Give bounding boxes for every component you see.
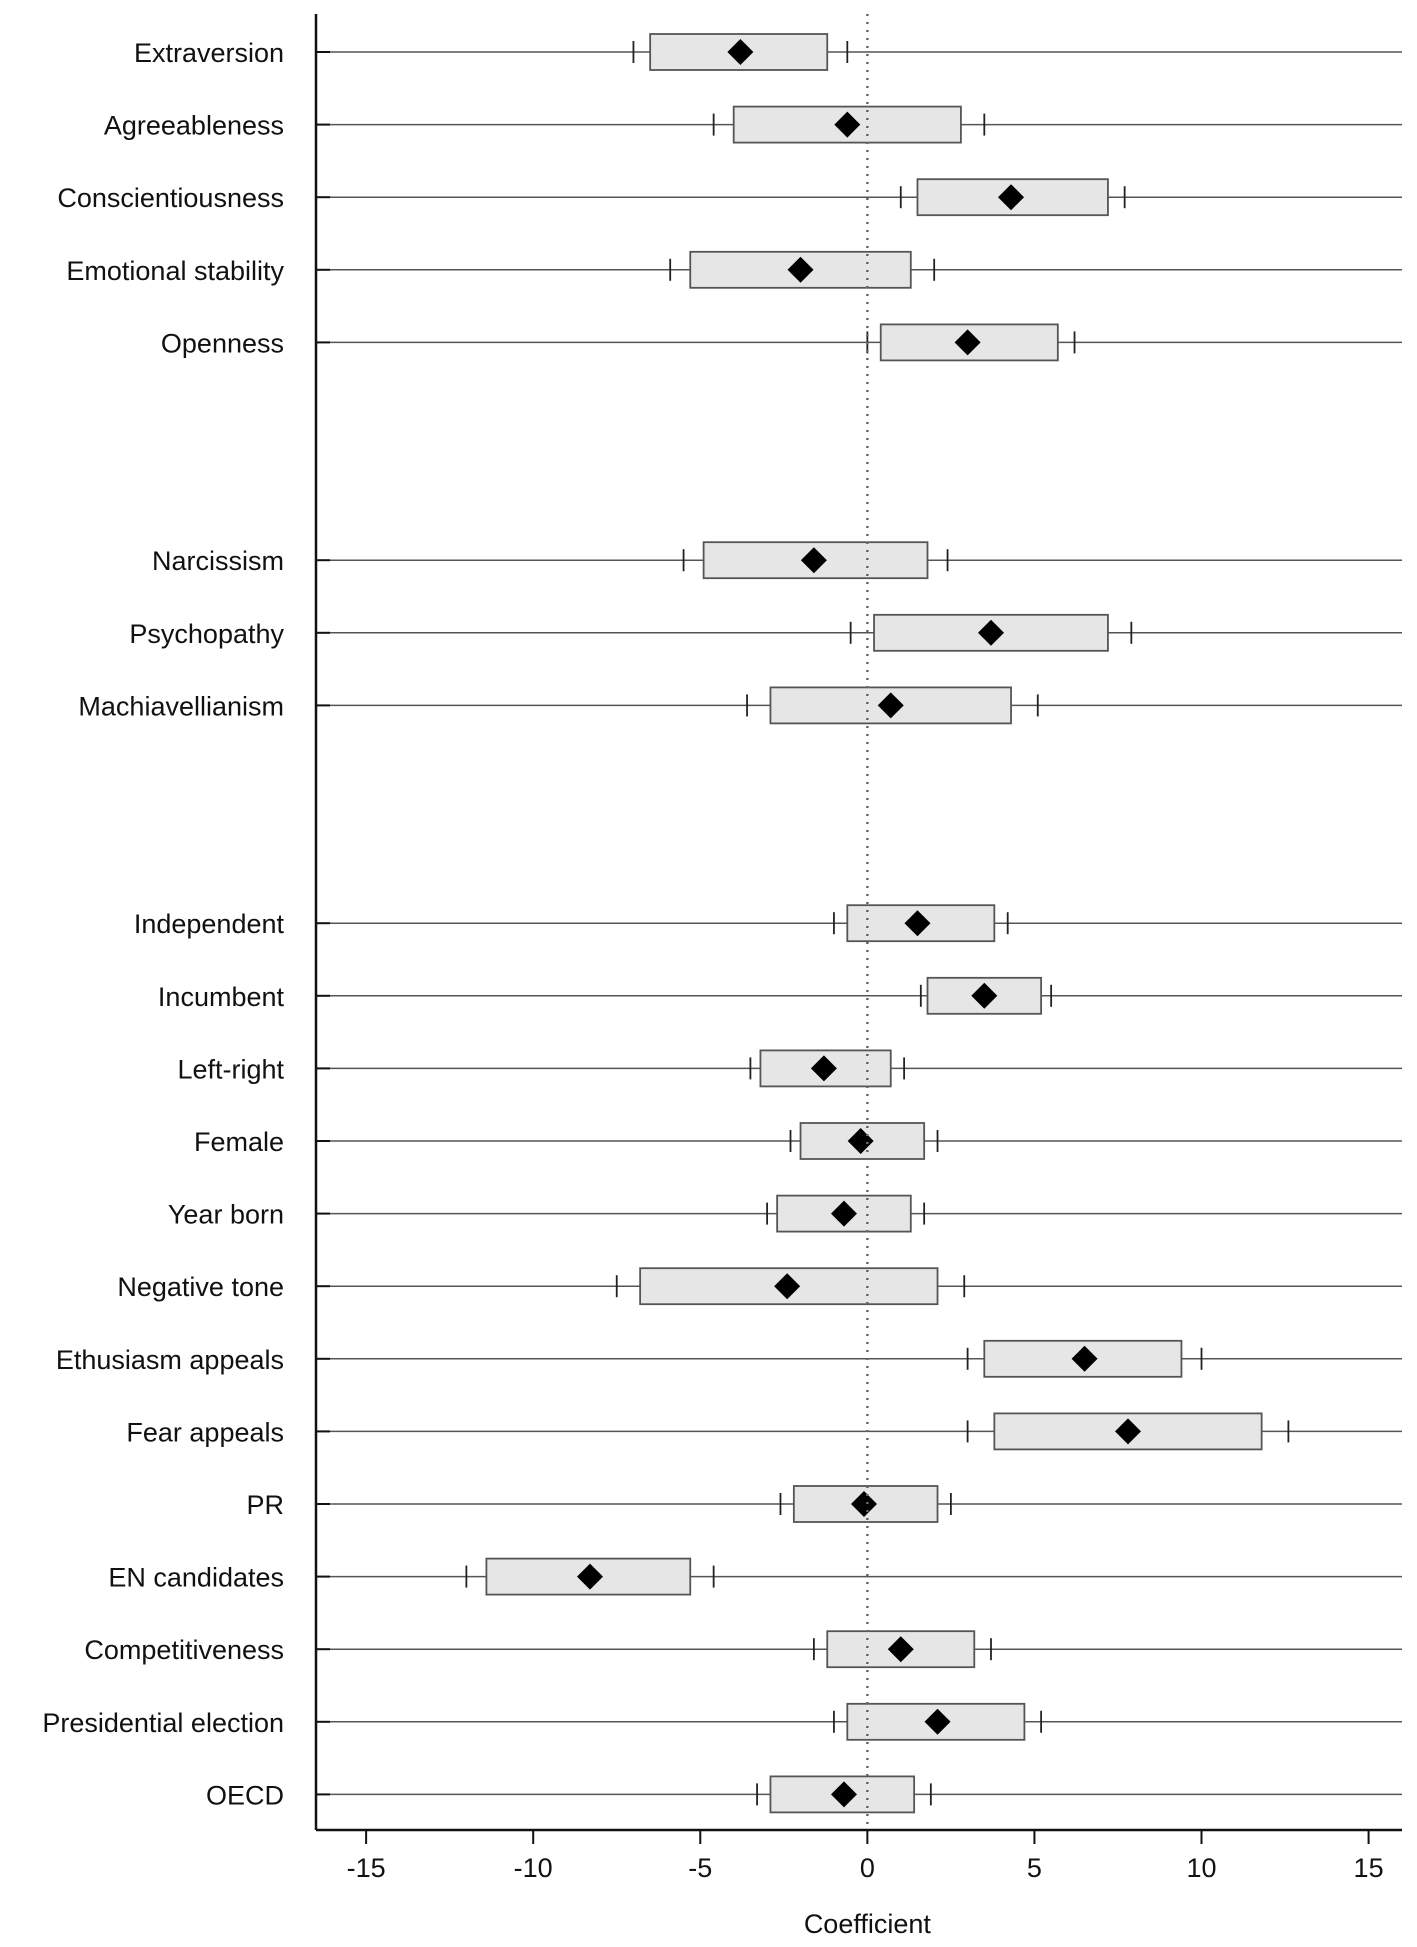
row-label: Presidential election	[42, 1708, 284, 1738]
x-tick-label: 5	[1027, 1853, 1042, 1883]
estimate-marker	[577, 1563, 604, 1590]
coef-row: Narcissism	[152, 541, 1402, 580]
estimate-marker	[977, 619, 1004, 646]
row-label: OECD	[206, 1780, 284, 1810]
x-tick-label: -10	[514, 1853, 553, 1883]
row-label: Conscientiousness	[57, 183, 284, 213]
row-label: Fear appeals	[126, 1417, 284, 1447]
estimate-marker	[810, 1055, 837, 1082]
coef-row: Conscientiousness	[57, 178, 1402, 217]
estimate-marker	[1114, 1418, 1141, 1445]
row-label: Year born	[168, 1200, 284, 1230]
estimate-marker	[830, 1200, 857, 1227]
estimate-marker	[904, 910, 931, 937]
x-axis-title: Coefficient	[804, 1909, 932, 1939]
row-label: Psychopathy	[129, 619, 284, 649]
x-tick-label: 10	[1186, 1853, 1216, 1883]
coef-row: Left-right	[177, 1049, 1402, 1088]
row-label: Independent	[134, 909, 285, 939]
estimate-marker	[998, 184, 1025, 211]
x-tick-label: -5	[688, 1853, 712, 1883]
row-label: Incumbent	[158, 982, 285, 1012]
estimate-marker	[851, 1491, 878, 1517]
row-label: Openness	[161, 328, 284, 358]
coef-row: Negative tone	[117, 1267, 1402, 1306]
row-label: Machiavellianism	[78, 691, 284, 721]
row-label: Emotional stability	[66, 256, 284, 286]
estimate-marker	[830, 1781, 857, 1808]
coef-row: Extraversion	[134, 33, 1402, 71]
x-tick-label: 15	[1354, 1853, 1384, 1883]
estimate-marker	[971, 982, 998, 1009]
coef-row: Year born	[168, 1194, 1402, 1233]
coef-row: Fear appeals	[126, 1412, 1402, 1451]
rows-layer: ExtraversionAgreeablenessConscientiousne…	[42, 33, 1402, 1814]
coef-row: Machiavellianism	[78, 686, 1402, 725]
row-label: Female	[194, 1127, 284, 1157]
row-label: EN candidates	[108, 1563, 284, 1593]
row-label: Extraversion	[134, 38, 284, 68]
coef-row: Openness	[161, 323, 1402, 362]
estimate-marker	[800, 547, 827, 574]
x-tick-label: -15	[347, 1853, 386, 1883]
coef-row: Independent	[134, 904, 1402, 943]
coef-row: Psychopathy	[129, 613, 1402, 652]
coef-row: Incumbent	[158, 976, 1402, 1015]
x-tick-label: 0	[860, 1853, 875, 1883]
estimate-marker	[877, 692, 904, 719]
coef-row: Competitiveness	[84, 1630, 1402, 1669]
estimate-marker	[924, 1708, 951, 1735]
ci-box	[879, 323, 1059, 362]
row-label: Ethusiasm appeals	[56, 1345, 284, 1375]
coef-row: EN candidates	[108, 1557, 1402, 1596]
coef-row: Agreeableness	[104, 105, 1402, 144]
row-label: Competitiveness	[84, 1635, 284, 1665]
coef-row: Presidential election	[42, 1702, 1402, 1741]
row-label: Agreeableness	[104, 111, 284, 141]
row-label: Left-right	[177, 1054, 284, 1084]
coef-row: Female	[194, 1122, 1402, 1160]
coef-row: PR	[246, 1485, 1402, 1523]
coef-row: Emotional stability	[66, 250, 1402, 289]
coef-row: OECD	[206, 1775, 1402, 1814]
estimate-marker	[954, 329, 981, 356]
estimate-marker	[1071, 1345, 1098, 1372]
estimate-marker	[887, 1636, 914, 1663]
row-label: PR	[246, 1490, 284, 1520]
estimate-marker	[727, 39, 754, 65]
estimate-marker	[834, 111, 861, 138]
coef-row: Ethusiasm appeals	[56, 1339, 1402, 1378]
axes-layer: -15 -10 -5 0 5 10 15	[314, 14, 1402, 1883]
row-label: Negative tone	[117, 1272, 284, 1302]
row-label: Narcissism	[152, 546, 284, 576]
estimate-marker	[774, 1273, 801, 1300]
estimate-marker	[787, 256, 814, 283]
